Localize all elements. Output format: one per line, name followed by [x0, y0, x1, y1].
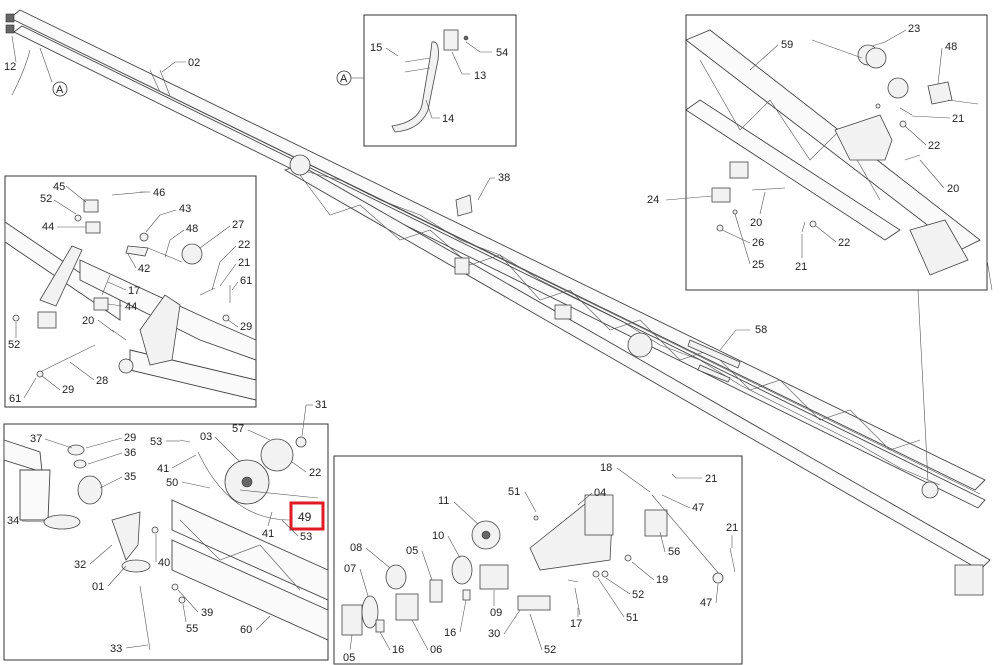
callout-51-upper: 51: [508, 486, 520, 498]
highlight-box-49: [289, 501, 325, 531]
callout-53-lower: 53: [300, 531, 312, 543]
callout-12: 12: [4, 61, 16, 73]
callout-29-right: 29: [240, 321, 252, 333]
callout-29-pulley: 29: [124, 432, 136, 444]
callout-16-upper: 16: [444, 627, 456, 639]
callout-17-br: 17: [570, 618, 582, 630]
callout-39: 39: [201, 607, 213, 619]
callout-43: 43: [179, 203, 191, 215]
callout-52-br: 52: [632, 589, 644, 601]
callout-01: 01: [92, 581, 104, 593]
callout-16-lower: 16: [392, 644, 404, 656]
callout-56: 56: [668, 546, 680, 558]
main-callouts: 12 A 02 38 58: [4, 35, 767, 351]
callout-18: 18: [600, 462, 612, 474]
callout-47-upper: 47: [692, 502, 704, 514]
callout-23: 23: [908, 23, 920, 35]
callout-29-lower: 29: [62, 384, 74, 396]
callout-60: 60: [240, 624, 252, 636]
inset-left-pivot: 45 52 46 44 43 48 27 42 22 21 61 17 44 2…: [4, 175, 257, 408]
callout-20-upper: 20: [947, 183, 959, 195]
callout-11: 11: [438, 495, 449, 507]
callout-21: 21: [238, 257, 250, 269]
callout-57: 57: [232, 423, 244, 435]
callout-21-br-lower: 21: [726, 522, 738, 534]
callout-05-lower: 05: [343, 652, 355, 664]
callout-54: 54: [496, 47, 508, 59]
callout-24: 24: [647, 194, 659, 206]
callout-40: 40: [158, 557, 170, 569]
callout-59: 59: [781, 39, 793, 51]
callout-14: 14: [442, 113, 454, 125]
callout-20-lower: 20: [750, 217, 762, 229]
callout-22-upper: 22: [928, 140, 940, 152]
callout-35: 35: [124, 471, 136, 483]
marker-a-main: A: [56, 84, 64, 96]
marker-a-inset: A: [340, 73, 348, 85]
callout-38: 38: [498, 172, 510, 184]
callout-34: 34: [7, 515, 19, 527]
callout-49: 49: [298, 510, 312, 524]
callout-26: 26: [752, 237, 764, 249]
callout-52-br-bottom: 52: [544, 644, 556, 656]
callout-03: 03: [200, 431, 212, 443]
callout-42: 42: [138, 263, 150, 275]
callout-33: 33: [110, 643, 122, 655]
callout-53-upper: 53: [150, 436, 162, 448]
callout-58: 58: [755, 324, 767, 336]
callout-30: 30: [488, 628, 500, 640]
inset-bottom-right-mechanism: 18 21 51 04 47 11 10 08 05 56 21 07 19 5…: [333, 455, 743, 665]
callout-48: 48: [186, 223, 198, 235]
callout-21-upper: 21: [952, 113, 964, 125]
callout-21-lower: 21: [795, 261, 807, 273]
callout-51-lower: 51: [626, 612, 638, 624]
callout-55: 55: [186, 623, 198, 635]
callout-52-upper: 52: [40, 193, 52, 205]
callout-41-upper: 41: [157, 463, 169, 475]
callout-37: 37: [30, 433, 42, 445]
callout-02: 02: [188, 57, 200, 69]
callout-32: 32: [74, 559, 86, 571]
callout-10: 10: [432, 530, 444, 542]
inset-right-tip: 59 23 48 21 22 20 24 20 26 22 25 21: [647, 14, 993, 483]
callout-61-upper: 61: [240, 275, 252, 287]
callout-41-lower: 41: [262, 528, 274, 540]
callout-20: 20: [82, 315, 94, 327]
callout-22: 22: [238, 239, 250, 251]
main-boom-assembly: [5, 9, 991, 596]
callout-04: 04: [594, 487, 606, 499]
callout-28: 28: [96, 375, 108, 387]
callout-27: 27: [232, 219, 244, 231]
callout-07: 07: [344, 563, 356, 575]
callout-44-upper: 44: [42, 221, 54, 233]
inset-bottom-left-pulley: 37 29 36 35 34 32 01 40 33 53 03 57 31 4…: [3, 399, 329, 661]
inset-top-bracket: A 15 54 13 14: [336, 14, 517, 147]
callout-44-lower: 44: [125, 301, 137, 313]
callout-46: 46: [153, 187, 165, 199]
callout-21-br-upper: 21: [705, 473, 717, 485]
callout-48-right: 48: [945, 41, 957, 53]
callout-31: 31: [315, 399, 327, 411]
callout-22-pulley: 22: [309, 467, 321, 479]
callout-50: 50: [166, 477, 178, 489]
callout-08: 08: [350, 542, 362, 554]
callout-61-lower: 61: [9, 393, 21, 405]
callout-19: 19: [656, 574, 668, 586]
callout-52-lower: 52: [8, 339, 20, 351]
callout-09: 09: [490, 607, 502, 619]
callout-15: 15: [370, 42, 382, 54]
callout-17: 17: [128, 285, 140, 297]
callout-36: 36: [124, 447, 136, 459]
callout-25: 25: [752, 259, 764, 271]
callout-47-lower: 47: [700, 597, 712, 609]
callout-22-lower: 22: [838, 237, 850, 249]
callout-13: 13: [474, 70, 486, 82]
callout-06: 06: [430, 644, 442, 656]
callout-45: 45: [53, 181, 65, 193]
callout-05-upper: 05: [406, 545, 418, 557]
